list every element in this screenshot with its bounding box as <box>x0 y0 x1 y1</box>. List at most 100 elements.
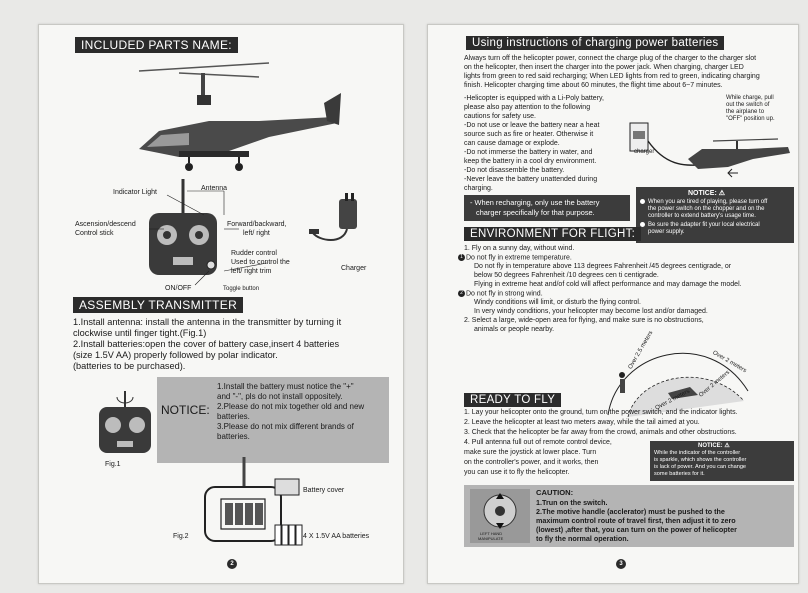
left-right-label: left/ right <box>243 230 270 237</box>
included-parts-heading: INCLUDED PARTS NAME: <box>75 37 238 53</box>
notice-box-controller: NOTICE: ⚠ While the indicator of the con… <box>650 441 794 481</box>
indicator-light-label: Indicator Light <box>113 189 157 196</box>
env-line-5: Flying in extreme heat and/of cold will … <box>474 281 742 288</box>
lipo-line-6: can cause damage or explode. <box>464 140 560 147</box>
callout-lines <box>149 190 268 286</box>
rudder-control-label: Rudder control <box>231 250 277 257</box>
lipo-line-4: -Do not use or leave the battery near a … <box>464 122 600 129</box>
notice-line-1: 1.Install the battery must notice the "+… <box>217 382 354 391</box>
controller-notice-1: While the indicator of the controller <box>654 450 741 456</box>
ready-line-7: you can use it to fly the helicopter. <box>464 469 570 476</box>
bullet-icon <box>640 222 645 227</box>
caution-line-5: to fly the normal operation. <box>536 534 629 543</box>
ready-line-3: 3. Check that the helicopter be far away… <box>464 429 737 436</box>
notice-label: NOTICE: <box>161 403 210 417</box>
env-line-6: Do not fly in strong wind. <box>466 290 543 298</box>
antenna-label: Antenna <box>201 185 228 192</box>
right-manual-page: Using instructions of charging power bat… <box>427 24 799 584</box>
env-line-1: 1. Fly on a sunny day, without wind. <box>464 245 575 252</box>
ready-line-2: 2. Leave the helicopter at least two met… <box>464 419 700 426</box>
fig2-caption: Fig.2 <box>173 533 189 540</box>
notice-box: NOTICE: 1.Install the battery must notic… <box>157 377 389 463</box>
notice-item-1c: controller to extend battery's usage tim… <box>648 213 756 219</box>
charging-illustration <box>629 122 790 178</box>
circle-number-2: 2 <box>458 290 465 297</box>
charging-para-2: on the helicopter, then insert the charg… <box>464 64 744 71</box>
while-charge-1: While charge, pull <box>726 95 774 101</box>
controller-notice-3: is lack of power. And you can change <box>654 464 747 470</box>
environment-heading: ENVIRONMENT FOR FLIGHT: <box>464 227 642 241</box>
page-number-right: 3 <box>616 559 626 569</box>
recharge-warning-box: - When recharging, only use the battery … <box>464 195 630 221</box>
ready-line-4: 4. Pull antenna full out of remote contr… <box>464 439 612 446</box>
page-number-left: 2 <box>227 559 237 569</box>
notice-line-6: batteries. <box>217 432 250 441</box>
env-line-10: animals or people nearby. <box>474 326 555 333</box>
lipo-line-8: keep the battery in a cool dry environme… <box>464 158 597 165</box>
env-line-9: 2. Select a large, wide-open area for fl… <box>464 317 704 324</box>
env-line-4: below 50 degrees Fahrenheit /10 degrees … <box>474 272 659 279</box>
left-manual-page: INCLUDED PARTS NAME: <box>38 24 404 584</box>
while-charge-4: "OFF" position up. <box>726 116 775 122</box>
lipo-line-11: charging. <box>464 185 493 192</box>
env-line-3: Do not fly in temperature above 113 degr… <box>474 263 732 270</box>
assembly-step-2b: (size 1.5V AA) properly followed by pola… <box>73 350 278 360</box>
lipo-line-7: -Do not immerse the battery in water, an… <box>464 149 593 156</box>
assembly-step-1b: clockwise until finger tight.(Fig.1) <box>73 328 207 338</box>
caution-line-1: 1.Trun on the switch. <box>536 498 608 507</box>
on-off-label: ON/OFF <box>165 285 192 292</box>
notice-line-2: and "-", pls do not install oppositely. <box>217 392 343 401</box>
charging-para-3: lights from green to red said recharging… <box>464 73 760 80</box>
controller-notice-2: is sparkle, which shows the controller <box>654 457 747 463</box>
toggle-button-label: Toggle button <box>223 286 260 292</box>
aa-batteries-label: 4 X 1.5V AA batteries <box>303 533 370 540</box>
while-charge-2: out the switch of <box>726 102 770 108</box>
ready-line-1: 1. Lay your helicopter onto the ground, … <box>464 409 738 416</box>
lipo-line-1: -Helicopter is equipped with a Li-Poly b… <box>464 95 604 102</box>
assembly-step-2a: 2.Install batteries:open the cover of ba… <box>73 339 340 349</box>
charging-para-4: finish. Helicopter charging time about 6… <box>464 82 723 89</box>
ascension-label: Ascension/descend <box>75 221 136 228</box>
fig1-caption: Fig.1 <box>105 461 121 468</box>
env-line-2: Do not fly in extreme temperature. <box>466 254 572 262</box>
lipo-line-5: source such as fire or heater. Otherwise… <box>464 131 594 138</box>
env-line-7: Windy conditions will limit, or disturb … <box>474 299 641 306</box>
battery-cover-illustration <box>274 478 300 496</box>
charger-label: Charger <box>341 265 367 272</box>
charging-heading: Using instructions of charging power bat… <box>466 36 725 50</box>
assembly-heading: ASSEMBLY TRANSMITTER <box>73 297 244 313</box>
lipo-line-9: -Do not disassemble the battery. <box>464 167 565 174</box>
fig2-transmitter-back <box>204 457 282 542</box>
lipo-line-10: -Never leave the battery unattended duri… <box>464 176 598 183</box>
battery-cover-label: Battery cover <box>303 487 345 494</box>
charger-tag: charger <box>634 149 655 155</box>
env-line-8: In very windy conditions, your helicopte… <box>474 308 708 315</box>
notice-item-1a: When you are tired of playing, please tu… <box>648 199 768 206</box>
caution-title: CAUTION: <box>536 488 574 497</box>
bullet-icon <box>640 199 645 204</box>
lipo-line-2: please also pay attention to the followi… <box>464 104 591 111</box>
notice-box-charging: NOTICE: ⚠ When you are tired of playing,… <box>636 187 794 243</box>
helicopter-illustration <box>138 62 341 171</box>
caution-line-2: 2.The motive handle (acclerator) must be… <box>536 507 725 516</box>
notice-line-4: batteries. <box>217 412 250 421</box>
fig1-transmitter <box>99 391 151 453</box>
controller-notice-4: some batteries for it. <box>654 471 705 477</box>
ready-line-5: make sure the joystick at lower place. T… <box>464 449 597 456</box>
ready-to-fly-heading: READY TO FLY <box>464 393 562 407</box>
notice-line-3: 2.Please do not mix together old and new <box>217 402 365 411</box>
caution-box: LEFT HAND MANIPULATE CAUTION: 1.Trun on … <box>464 485 794 547</box>
left-hand-control-image: LEFT HAND MANIPULATE <box>470 489 530 543</box>
charging-para-1: Always turn off the helicopter power, co… <box>464 55 757 62</box>
notice-item-2b: power supply. <box>648 229 685 235</box>
ready-line-6: on the controller's power, and it works,… <box>464 459 599 466</box>
aa-batteries-illustration <box>274 524 303 546</box>
recharge-line-2: charger specifically for that purpose. <box>476 208 595 217</box>
notice-item-1b: the power switch on the chopper and on t… <box>648 206 765 212</box>
charger-illustration <box>309 193 357 241</box>
assembly-step-1a: 1.Install antenna: install the antenna i… <box>73 317 342 327</box>
forward-backward-label: Forward/backward, <box>227 221 287 228</box>
circle-number-1: 1 <box>458 254 465 261</box>
rudder-trim-label: left/ right trim <box>231 268 272 275</box>
transmitter-illustration <box>149 179 217 275</box>
